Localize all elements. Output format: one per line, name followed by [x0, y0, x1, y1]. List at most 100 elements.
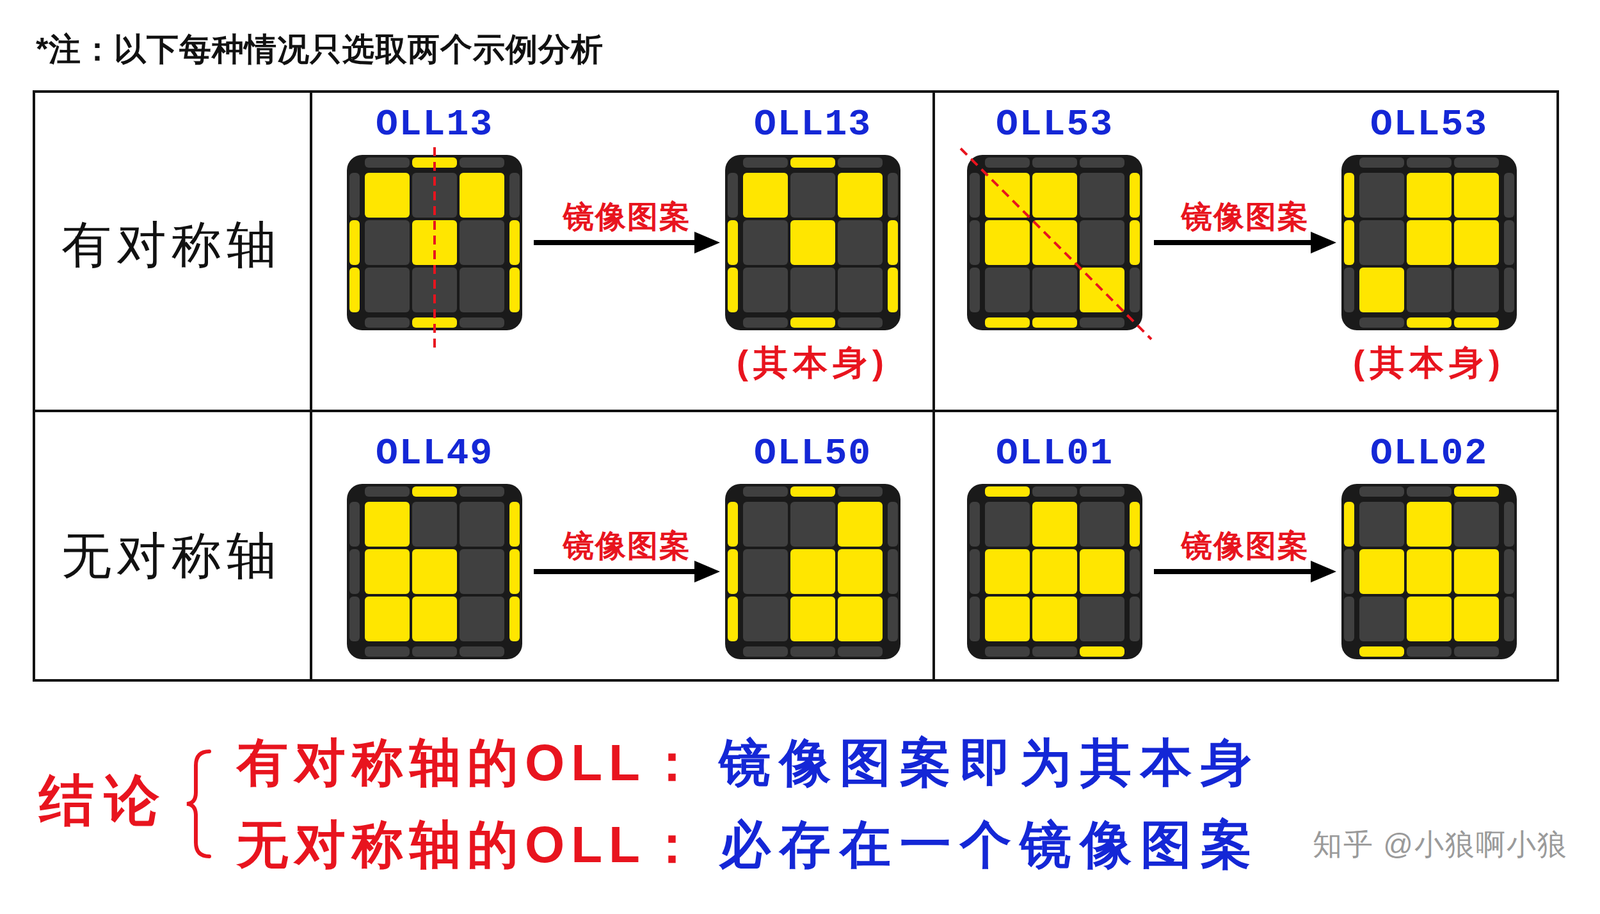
cube-sticker	[364, 596, 410, 642]
cube-sticker	[412, 486, 457, 497]
cube-pattern	[1341, 154, 1517, 331]
cube-pattern	[346, 483, 523, 660]
cube-sticker	[1406, 549, 1452, 594]
cube-sticker	[349, 501, 360, 547]
cube-sticker	[1032, 646, 1078, 657]
cube-sticker	[1454, 220, 1499, 265]
cube-sticker	[1454, 317, 1499, 328]
cube-sticker	[1504, 220, 1515, 265]
cube-sticker	[509, 220, 520, 265]
cube-sticker	[984, 157, 1030, 168]
cube-sticker	[349, 596, 360, 642]
cube-sticker	[1359, 172, 1405, 218]
cube-sticker	[1454, 549, 1499, 594]
cube-pattern	[967, 154, 1143, 331]
cube-sticker	[984, 501, 1030, 547]
cube-sticker	[984, 486, 1030, 497]
cube-sticker	[1359, 267, 1405, 313]
case-name: OLL02	[1370, 431, 1488, 477]
cube-sticker	[969, 267, 980, 313]
cube-sticker	[1359, 157, 1405, 168]
cube-sticker	[1079, 646, 1125, 657]
cube-sticker	[969, 501, 980, 547]
cube-sticker	[790, 157, 836, 168]
cube-pattern	[1341, 483, 1517, 660]
cube-sticker	[727, 172, 738, 218]
table-border	[33, 91, 1558, 681]
cube-sticker	[790, 596, 836, 642]
cube-sticker	[364, 317, 410, 328]
cube-sticker	[364, 549, 410, 594]
oll-case: OLL13(其本身)	[725, 102, 901, 384]
cube-sticker	[1454, 267, 1499, 313]
case-name: OLL50	[753, 431, 872, 477]
cube-sticker	[837, 486, 883, 497]
cube-sticker	[887, 267, 898, 313]
cube-sticker	[1344, 549, 1355, 594]
cube-sticker	[743, 172, 788, 218]
cube-sticker	[509, 596, 520, 642]
cube-pattern	[725, 483, 901, 660]
cube-sticker	[1079, 486, 1125, 497]
cube-sticker	[364, 646, 410, 657]
cube-sticker	[743, 220, 788, 265]
cube-sticker	[887, 172, 898, 218]
cube-sticker	[1406, 220, 1452, 265]
cube-sticker	[727, 267, 738, 313]
cube-sticker	[984, 549, 1030, 594]
cube-sticker	[1032, 317, 1078, 328]
cube-sticker	[1032, 501, 1078, 547]
cube-sticker	[364, 172, 410, 218]
cube-sticker	[364, 267, 410, 313]
cube-sticker	[1406, 157, 1452, 168]
cube-sticker	[1079, 220, 1125, 265]
case-name: OLL13	[375, 102, 494, 148]
cube-sticker	[364, 157, 410, 168]
cube-sticker	[984, 646, 1030, 657]
cube-sticker	[1344, 501, 1355, 547]
cube-sticker	[1359, 317, 1405, 328]
oll-case: OLL53(其本身)	[1341, 102, 1517, 384]
cube-sticker	[984, 317, 1030, 328]
row-header: 无对称轴	[61, 526, 282, 587]
edge-label: 镜像图案	[1181, 198, 1310, 236]
cube-sticker	[459, 596, 505, 642]
cube-sticker	[790, 501, 836, 547]
cube-sticker	[1079, 157, 1125, 168]
cube-sticker	[1079, 549, 1125, 594]
cube-sticker	[1454, 486, 1499, 497]
cube-sticker	[1504, 549, 1515, 594]
case-note: (其本身)	[736, 341, 889, 384]
oll-case: OLL02	[1341, 431, 1517, 660]
cube-sticker	[1406, 317, 1452, 328]
cube-sticker	[969, 549, 980, 594]
cube-sticker	[459, 220, 505, 265]
cube-sticker	[364, 486, 410, 497]
cube-sticker	[743, 646, 788, 657]
cube-sticker	[1129, 501, 1140, 547]
cube-sticker	[1406, 596, 1452, 642]
cube-sticker	[1406, 486, 1452, 497]
cube-pattern	[967, 483, 1143, 660]
cube-sticker	[1359, 596, 1405, 642]
cube-sticker	[349, 267, 360, 313]
case-name: OLL01	[995, 431, 1114, 477]
cube-sticker	[743, 596, 788, 642]
row-header: 有对称轴	[61, 215, 282, 276]
symmetry-axis	[960, 148, 1152, 340]
cube-sticker	[984, 220, 1030, 265]
cube-sticker	[790, 220, 836, 265]
oll-case: OLL50	[725, 431, 901, 660]
cube-sticker	[790, 646, 836, 657]
case-name: OLL49	[375, 431, 494, 477]
edge-label: 镜像图案	[563, 527, 692, 565]
cube-sticker	[1359, 501, 1405, 547]
cube-sticker	[459, 549, 505, 594]
cube-sticker	[837, 172, 883, 218]
cube-sticker	[1344, 172, 1355, 218]
cube-sticker	[459, 317, 505, 328]
cube-sticker	[1454, 501, 1499, 547]
cube-sticker	[1454, 646, 1499, 657]
cube-sticker	[459, 267, 505, 313]
cube-pattern	[725, 154, 901, 331]
